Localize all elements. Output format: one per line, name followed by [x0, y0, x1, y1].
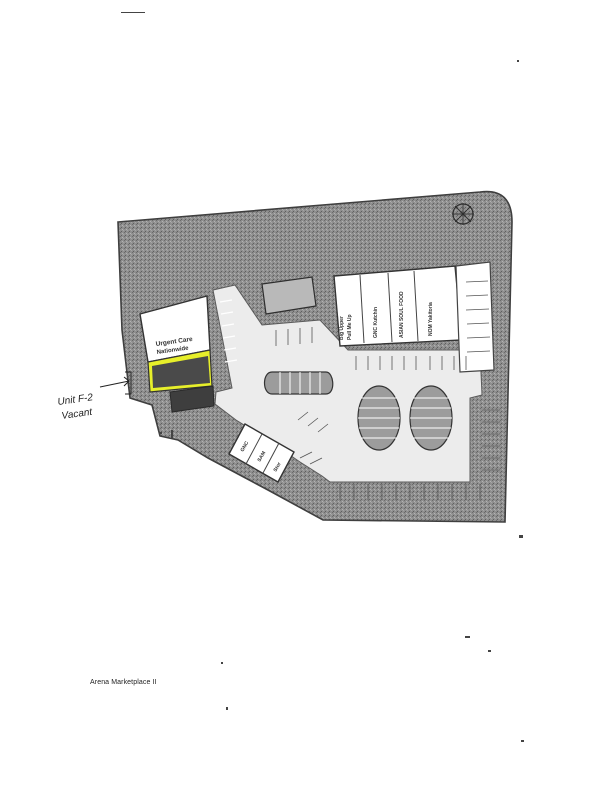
pad-building — [261, 276, 317, 315]
label-asian-soul-food: ASIAN SOUL FOOD — [399, 291, 405, 338]
east-parking-strip — [455, 261, 495, 373]
label-big-upper: Big Upper — [339, 316, 345, 340]
south-pad-building — [228, 423, 295, 483]
vacant-unit-fill — [152, 356, 210, 388]
annotation-arrow — [99, 376, 130, 388]
island-west-stripes — [279, 372, 321, 394]
label-stor: Stor — [273, 461, 283, 473]
label-gnc-kutchin: GNC Kutchin — [373, 307, 379, 338]
west-parking-stripes — [219, 299, 238, 363]
annotation-vacant: Vacant — [61, 407, 94, 422]
annotation-bracket — [125, 371, 132, 395]
dark-adjacent-unit — [169, 385, 215, 413]
inline-retail-building — [333, 265, 463, 347]
label-gnc: GNC — [240, 440, 251, 453]
label-pull-me-up: Pull Me Up — [347, 314, 353, 340]
map-caption: Arena Marketplace II — [90, 679, 157, 686]
annotation-unit: Unit F-2 — [57, 392, 94, 408]
south-parking-row — [339, 484, 481, 500]
label-nationwide: Nationwide — [156, 345, 189, 355]
label-nom-yaki: NOM Yakitoria — [428, 302, 434, 336]
parking-island-west — [263, 371, 334, 395]
upper-parking-row — [275, 327, 467, 370]
label-sam: SAM — [257, 450, 268, 463]
